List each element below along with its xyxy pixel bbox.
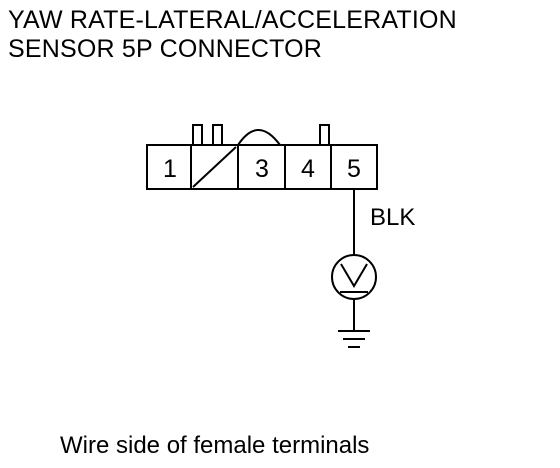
pin-4-label: 4 (301, 155, 315, 183)
diagram-caption: Wire side of female terminals (60, 432, 370, 459)
connector-body (146, 144, 378, 190)
wire-color-label: BLK (370, 204, 415, 231)
title-line-1: YAW RATE-LATERAL/ACCELERATION (8, 6, 457, 34)
pin-5-label: 5 (347, 155, 361, 183)
diagram-title: YAW RATE-LATERAL/ACCELERATION SENSOR 5P … (8, 6, 457, 64)
connector-jumper-arc (237, 129, 281, 146)
title-line-2: SENSOR 5P CONNECTOR (8, 35, 323, 63)
ground-icon (338, 330, 370, 348)
unused-terminal-slash (192, 146, 237, 188)
voltmeter-icon (331, 254, 377, 300)
pin-3-label: 3 (255, 155, 269, 183)
pin-1-label: 1 (163, 155, 177, 183)
